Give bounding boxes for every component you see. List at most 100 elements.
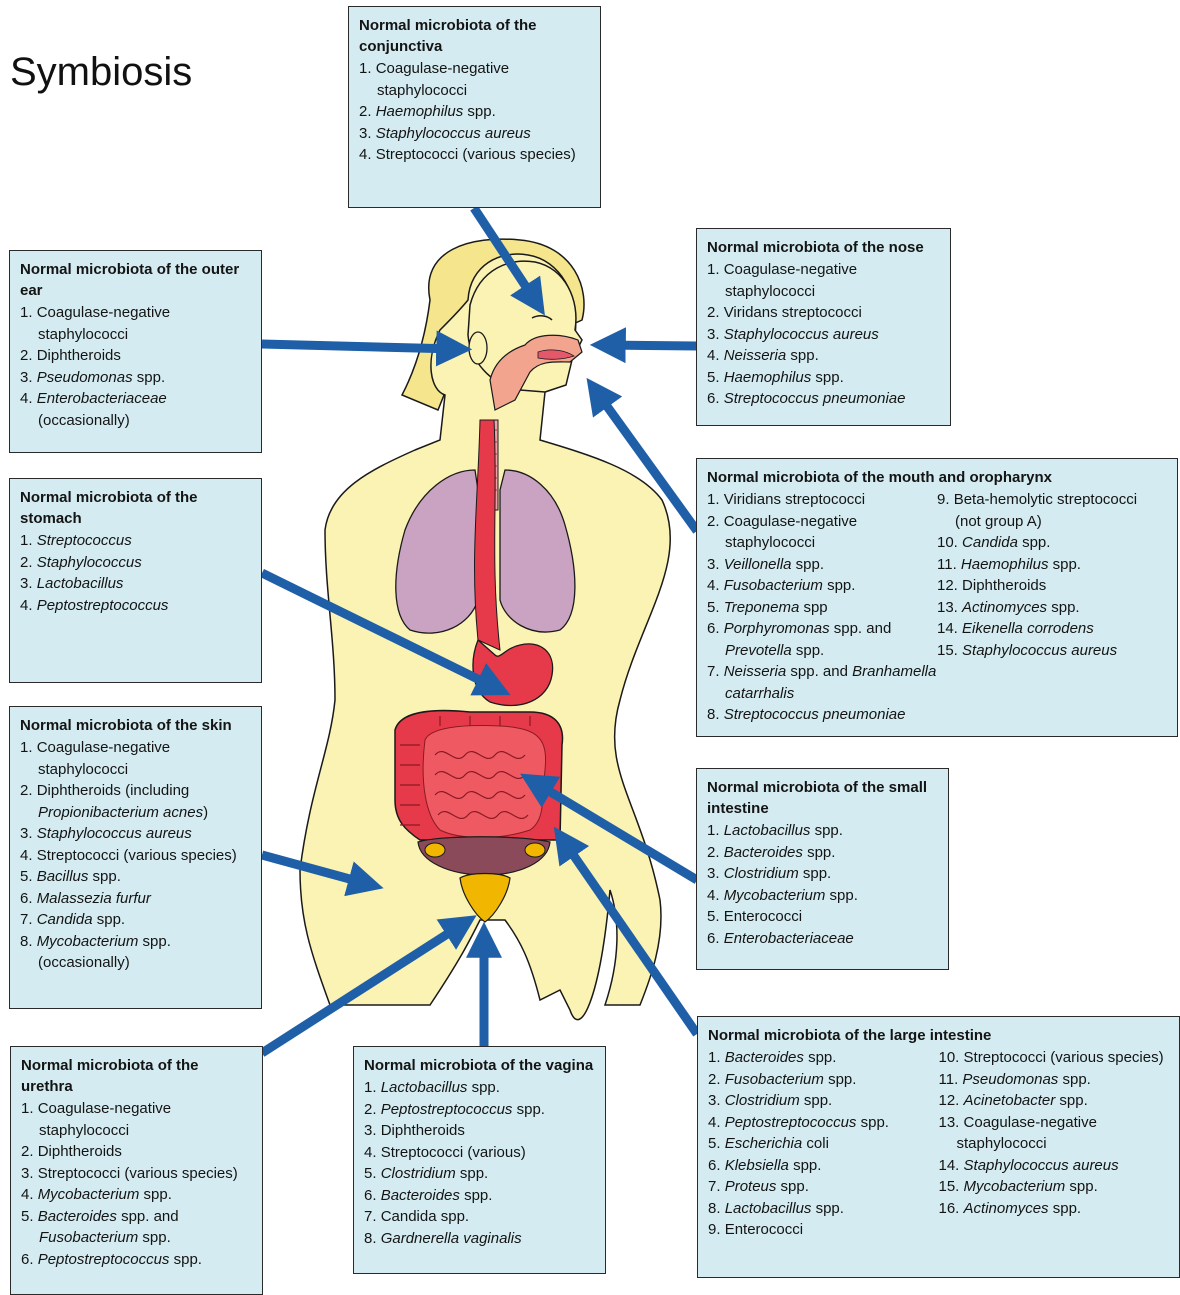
item-number: 8. <box>20 933 37 950</box>
item-text: Viridians streptococci <box>724 491 865 508</box>
item-text: Coagulase-negative staphylococci <box>37 739 170 778</box>
item-text: spp. <box>1048 556 1081 573</box>
item-text: Diphtheroids <box>962 577 1046 594</box>
microbe-item: 13. Actinomyces spp. <box>937 597 1167 619</box>
item-number: 2. <box>20 554 37 571</box>
item-number: 1. <box>707 822 724 839</box>
arrow-outer-ear <box>262 344 456 349</box>
item-number: 14. <box>937 620 962 637</box>
item-number: 4. <box>708 1114 725 1131</box>
item-text: spp. <box>789 1157 822 1174</box>
item-text: spp. <box>1065 1178 1098 1195</box>
item-number: 4. <box>359 146 376 163</box>
box-urethra: Normal microbiota of the urethra 1. Coag… <box>10 1046 263 1295</box>
item-number: 3. <box>707 556 724 573</box>
item-text: spp. and <box>786 663 852 680</box>
item-number: 8. <box>707 706 724 723</box>
microbe-item: 1. Viridians streptococci <box>707 489 937 511</box>
microbe-item: 5. Treponema spp <box>707 597 937 619</box>
microbe-item: 2. Coagulase-negative staphylococci <box>707 511 937 554</box>
microbe-item: 2. Diphtheroids <box>21 1141 252 1163</box>
item-text: spp. <box>139 1186 172 1203</box>
microbe-item: 6. Peptostreptococcus spp. <box>21 1249 252 1271</box>
taxon-name: Fusobacterium <box>724 577 823 594</box>
item-text: Streptococci (various species) <box>38 1165 238 1182</box>
item-text: spp. <box>169 1251 202 1268</box>
box-mouth-oropharynx: Normal microbiota of the mouth and oroph… <box>696 458 1178 737</box>
box-heading: Normal microbiota of the small intestine <box>707 777 938 819</box>
item-number: 5. <box>364 1165 381 1182</box>
item-number: 5. <box>21 1208 38 1225</box>
microbe-item: 4. Peptostreptococcus <box>20 595 251 617</box>
item-number: 10. <box>937 534 962 551</box>
item-number: 11. <box>937 556 961 573</box>
item-number: 4. <box>20 847 37 864</box>
box-vagina: Normal microbiota of the vagina 1. Lacto… <box>353 1046 606 1274</box>
item-number: 5. <box>707 908 724 925</box>
microbe-item: 8. Gardnerella vaginalis <box>364 1228 595 1250</box>
microbe-list-col2: 9. Beta-hemolytic streptococci (not grou… <box>937 489 1167 726</box>
microbe-item: 1. Coagulase-negative staphylococci <box>20 302 251 345</box>
taxon-name: Treponema <box>724 599 800 616</box>
item-number: 1. <box>707 261 724 278</box>
item-number: 3. <box>707 865 724 882</box>
taxon-name: Lactobacillus <box>381 1079 468 1096</box>
taxon-name: Actinomyces <box>964 1200 1049 1217</box>
taxon-name: Candida <box>37 911 93 928</box>
item-number: 3. <box>364 1122 381 1139</box>
item-number: 1. <box>708 1049 725 1066</box>
microbe-item: 3. Clostridium spp. <box>707 863 938 885</box>
microbe-list: 1. Streptococcus2. Staphylococcus3. Lact… <box>20 530 251 616</box>
microbe-item: 16. Actinomyces spp. <box>939 1198 1170 1220</box>
taxon-name: Pseudomonas <box>37 369 133 386</box>
box-heading: Normal microbiota of the outer ear <box>20 259 251 301</box>
item-number: 15. <box>939 1178 964 1195</box>
item-number: 7. <box>708 1178 725 1195</box>
item-text: spp. and <box>830 620 892 637</box>
item-number: 4. <box>707 347 724 364</box>
item-number: 6. <box>21 1251 38 1268</box>
item-text: (occasionally) <box>38 412 130 429</box>
microbe-item: 6. Malassezia furfur <box>20 888 251 910</box>
taxon-name: Fusobacterium <box>39 1229 138 1246</box>
item-number: 1. <box>707 491 724 508</box>
taxon-name: Actinomyces <box>962 599 1047 616</box>
microbe-list-col2: 10. Streptococci (various species)11. Ps… <box>939 1047 1170 1241</box>
item-number: 11. <box>939 1071 963 1088</box>
microbe-item: 1. Coagulase-negative staphylococci <box>21 1098 252 1141</box>
item-text: spp. <box>800 1092 833 1109</box>
microbe-item: 10. Streptococci (various species) <box>939 1047 1170 1069</box>
taxon-name: Staphylococcus aureus <box>37 825 192 842</box>
taxon-name: Streptococcus pneumoniae <box>724 706 906 723</box>
microbe-item: 7. Candida spp. <box>364 1206 595 1228</box>
microbe-item: 9. Beta-hemolytic streptococci (not grou… <box>937 489 1167 532</box>
item-number: 1. <box>359 60 376 77</box>
item-text: Enterococci <box>725 1221 803 1238</box>
box-skin: Normal microbiota of the skin 1. Coagula… <box>9 706 262 1009</box>
stomach <box>473 640 553 706</box>
item-text: Coagulase-negative staphylococci <box>37 304 170 343</box>
item-number: 2. <box>707 304 724 321</box>
small-intestine <box>423 726 545 838</box>
microbe-item: 14. Staphylococcus aureus <box>939 1155 1170 1177</box>
item-text: spp. <box>138 1229 171 1246</box>
microbe-item: 4. Streptococci (various species) <box>20 845 251 867</box>
taxon-name: Malassezia furfur <box>37 890 151 907</box>
item-number: 2. <box>20 347 37 364</box>
item-number: 2. <box>21 1143 38 1160</box>
item-text: spp. <box>88 868 121 885</box>
taxon-name: Enterobacteriaceae <box>724 930 854 947</box>
item-text: spp. <box>811 369 844 386</box>
microbe-item: 7. Candida spp. <box>20 909 251 931</box>
item-number: 7. <box>364 1208 381 1225</box>
item-number: 5. <box>20 868 37 885</box>
item-number: 12. <box>939 1092 964 1109</box>
taxon-name: Bacteroides <box>381 1187 460 1204</box>
item-text: spp. <box>856 1114 889 1131</box>
item-text: spp. <box>810 822 843 839</box>
microbe-list: 1. Coagulase-negative staphylococci2. Ha… <box>359 58 590 166</box>
taxon-name: Peptostreptococcus <box>38 1251 170 1268</box>
item-number: 2. <box>364 1101 381 1118</box>
box-heading: Normal microbiota of the conjunctiva <box>359 15 590 57</box>
item-number: 1. <box>21 1100 38 1117</box>
